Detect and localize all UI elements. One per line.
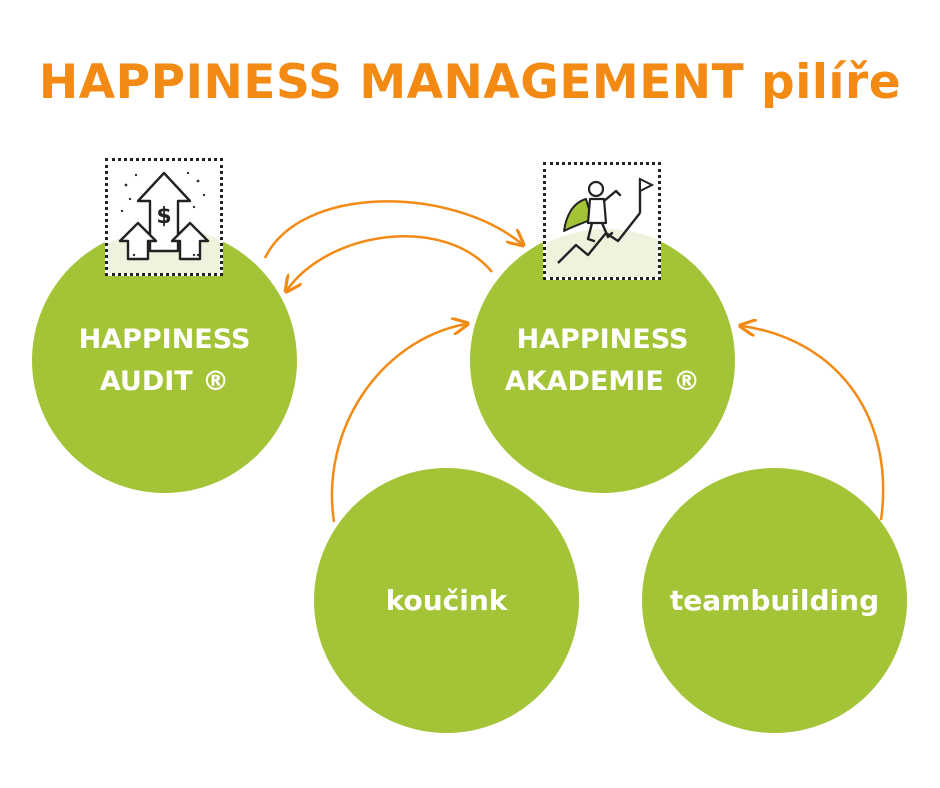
node-teambuilding: teambuilding (642, 468, 907, 733)
arrow-audit-to-akademie (263, 200, 522, 259)
node-happiness-audit: HAPPINESS AUDIT ® (32, 228, 297, 493)
money-growth-arrows-icon: $ (105, 158, 223, 276)
node-akademie-line2: AKADEMIE ® (504, 365, 701, 397)
node-akademie-line1: HAPPINESS (516, 323, 689, 355)
svg-text:$: $ (156, 204, 171, 229)
node-audit-line2: AUDIT ® (99, 365, 230, 397)
node-koucink-label: koučink (385, 583, 508, 617)
climber-summit-flag-icon (543, 162, 661, 280)
arrow-akademie-to-audit (287, 235, 493, 290)
node-audit-line1: HAPPINESS (78, 323, 251, 355)
node-happiness-akademie: HAPPINESS AKADEMIE ® (470, 228, 735, 493)
node-teambuilding-label: teambuilding (669, 583, 880, 617)
diagram-title: HAPPINESS MANAGEMENT pilíře (38, 55, 902, 110)
arrow-koucink-to-akademie (330, 324, 466, 523)
arrow-teambuilding-to-akademie (742, 326, 885, 521)
node-koucink: koučink (314, 468, 579, 733)
